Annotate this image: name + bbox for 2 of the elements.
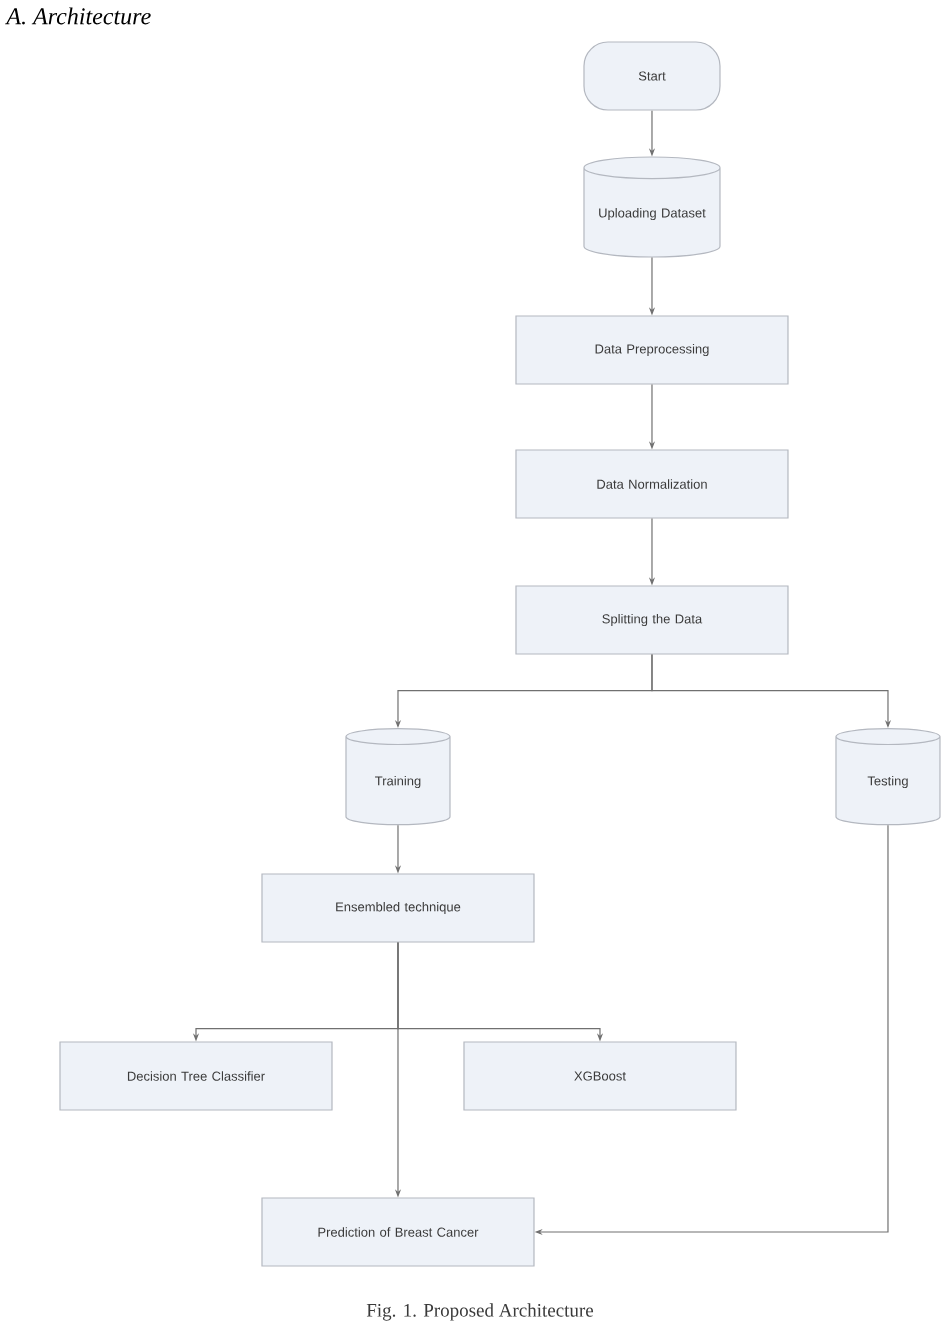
figure-caption: Fig. 1. Proposed Architecture	[366, 1303, 594, 1321]
section-heading: A. Architecture	[5, 7, 151, 25]
